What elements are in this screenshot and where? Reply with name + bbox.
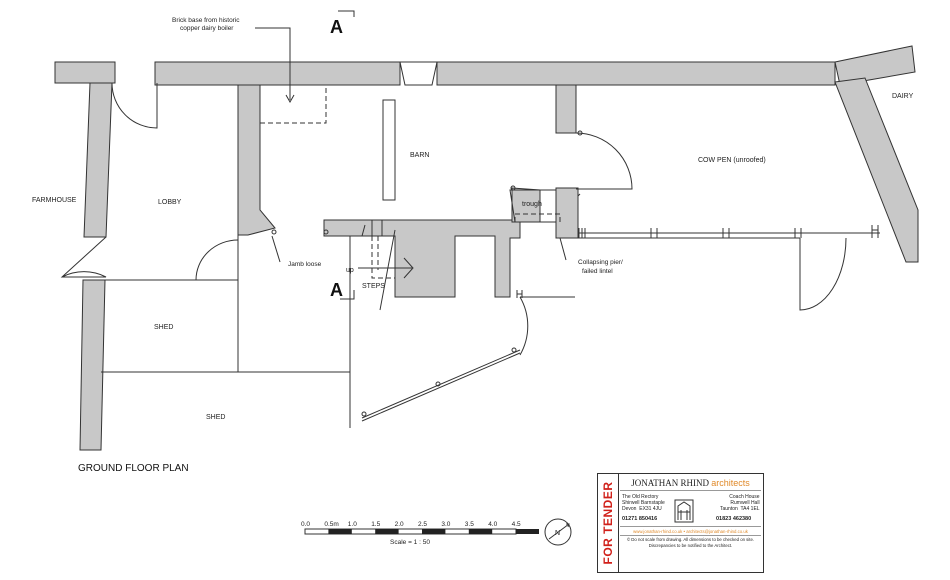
dairy-diagonal-wall	[834, 77, 919, 263]
section-marker-bottom: A	[330, 280, 343, 300]
scale-segment	[515, 529, 539, 534]
farmhouse-wall-upper	[83, 82, 113, 238]
north-wall-main	[154, 61, 401, 86]
room-label-cow-pen: COW PEN (unroofed)	[698, 157, 766, 164]
north-arrow: N	[544, 518, 572, 546]
scale-segment	[375, 529, 399, 534]
dairy-boiler-base-outline	[260, 85, 327, 124]
steps-outline	[371, 219, 383, 237]
dairy-wall-top	[834, 45, 916, 86]
firm-suffix: architects	[711, 478, 750, 488]
tender-status-strip: FOR TENDER	[598, 474, 619, 572]
steps-arrow	[403, 257, 414, 279]
barn-central-wall	[323, 219, 521, 298]
room-label-shed-2: SHED	[206, 414, 225, 421]
pier-note-line1: Collapsing pier/	[578, 259, 623, 266]
barn-column	[382, 99, 396, 201]
scale-tick-label: 0.5m	[324, 521, 338, 528]
scale-tick-label: 1.5	[371, 521, 380, 528]
scale-segment	[468, 529, 493, 534]
phone-right: 01823 462380	[716, 516, 752, 522]
north-wall-left	[54, 61, 116, 84]
north-wall-opening	[399, 61, 438, 86]
trough-label: trough	[522, 201, 542, 208]
door-swings	[60, 82, 847, 356]
firm-name: JONATHAN RHIND architects	[620, 478, 761, 488]
steps-dashed	[371, 236, 395, 279]
scale-tick-label: 3.0	[441, 521, 450, 528]
title-block: FOR TENDER JONATHAN RHIND architects The…	[597, 473, 764, 573]
scale-segment	[422, 529, 446, 534]
jamb-note: Jamb loose	[288, 261, 322, 268]
scale-tick-label: 2.5	[418, 521, 427, 528]
north-wall-east	[436, 61, 836, 86]
address-left: The Old Rectory Shirwell Barnstaple Devo…	[622, 494, 665, 512]
yard-gate-line	[361, 349, 521, 419]
room-label-farmhouse: FARMHOUSE	[32, 197, 77, 204]
trough-outline	[509, 189, 557, 223]
scale-tick-label: 4.0	[488, 521, 497, 528]
room-label-barn: BARN	[410, 152, 429, 159]
room-label-shed-1: SHED	[154, 324, 173, 331]
firm-name-text: JONATHAN RHIND	[631, 478, 709, 488]
trough-wall	[555, 187, 579, 239]
tender-status-label: FOR TENDER	[601, 481, 615, 565]
firm-logo-icon	[674, 499, 694, 523]
walls	[54, 45, 919, 451]
steps-up-label: up	[346, 267, 354, 274]
dairy-boiler-note-line2: copper dairy boiler	[180, 25, 234, 32]
section-marker-top: A	[330, 17, 343, 37]
partitions	[101, 85, 880, 428]
web-contact: www.jonathan-rhind.co.uk • architects@jo…	[633, 529, 748, 534]
address-right: Coach House Rumwell Hall Taunton TA4 1EL	[720, 494, 760, 512]
disclaimer-note: © Do not scale from drawing. All dimensi…	[626, 537, 755, 548]
pier-note-line2: failed lintel	[582, 268, 613, 275]
scale-bar: 0.0 0.5m 1.0 1.5 2.0 2.5 3.0 3.5 4.0 4.5 Scale = …	[301, 521, 539, 546]
scale-tick-label: 0.0	[301, 521, 310, 528]
scale-tick-label: 4.5	[512, 521, 521, 528]
room-label-dairy: DAIRY	[892, 93, 914, 100]
scale-tick-label: 2.0	[395, 521, 404, 528]
trough-inner	[514, 213, 561, 222]
scale-segment	[328, 529, 352, 534]
scale-tick-label: 3.5	[465, 521, 474, 528]
room-label-lobby: LOBBY	[158, 199, 182, 206]
phone-left: 01271 850416	[622, 516, 658, 522]
lobby-barn-wall	[237, 84, 276, 236]
drawing-title: GROUND FLOOR PLAN	[78, 463, 189, 474]
scale-tick-label: 1.0	[348, 521, 357, 528]
leader-lines	[255, 10, 567, 300]
farmhouse-wall-lower	[79, 279, 106, 451]
steps-label: STEPS	[362, 283, 385, 290]
north-arrow-letter: N	[555, 530, 560, 537]
scale-caption: Scale = 1 : 50	[390, 539, 430, 546]
cow-pen-west-wall	[555, 84, 577, 134]
dairy-boiler-note-line1: Brick base from historic	[172, 17, 240, 24]
